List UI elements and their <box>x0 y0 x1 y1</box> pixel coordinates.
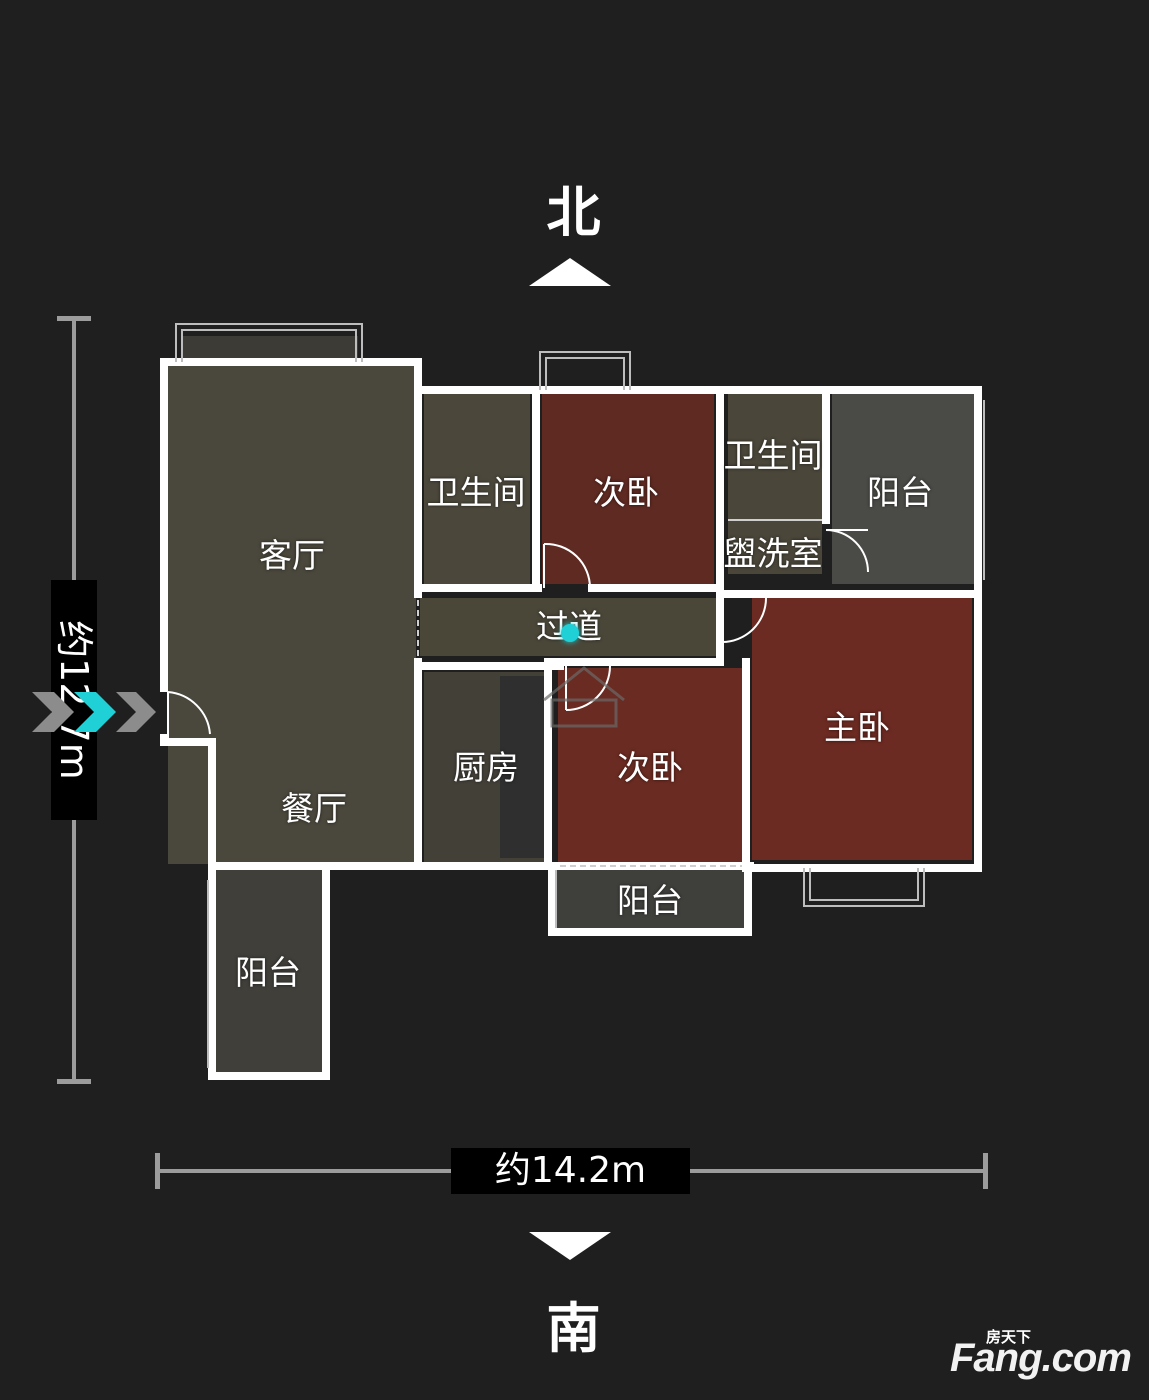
living-bay-window <box>175 323 363 362</box>
entrance-arrow-icon <box>32 692 156 732</box>
room-label-balcony-sw: 阳台 <box>235 953 301 992</box>
balcony-sw-floor <box>216 870 322 1072</box>
watermark-brand: Fang.com <box>950 1336 1132 1380</box>
room-label-bathroom-1: 卫生间 <box>426 473 526 512</box>
watermark: 房天下 Fang.com <box>950 1322 1140 1392</box>
room-label-kitchen: 厨房 <box>453 748 519 787</box>
wall-east-outer <box>414 386 982 872</box>
room-label-living: 客厅 <box>259 536 325 575</box>
bedroom-1-bay-window <box>539 351 631 390</box>
wall-balcony-sw <box>208 862 330 1080</box>
wall-living-north <box>160 358 422 598</box>
balcony-north-floor <box>832 394 974 584</box>
room-label-washroom: 盥洗室 <box>723 534 823 573</box>
entry-door <box>167 691 211 738</box>
south-label: 南 <box>546 1297 603 1360</box>
bathroom-2-floor <box>728 394 822 574</box>
width-dimension-cap-left <box>155 1153 160 1189</box>
current-position-marker[interactable] <box>561 624 579 642</box>
master-bedroom-door <box>721 597 767 644</box>
master-bay-window <box>803 868 925 907</box>
doors <box>167 529 869 738</box>
wall-corridor-south <box>544 596 724 870</box>
room-label-master-bedroom: 主卧 <box>824 708 890 747</box>
width-dimension-cap-right <box>983 1153 988 1189</box>
wall-west-lower <box>160 734 216 870</box>
room-label-balcony-north: 阳台 <box>867 473 933 512</box>
south-arrow-icon <box>529 1232 611 1260</box>
room-label-dining: 餐厅 <box>281 789 347 828</box>
kitchen-counter <box>500 676 546 858</box>
north-label: 北 <box>546 181 603 244</box>
watermark-small-text: 房天下 <box>986 1328 1032 1346</box>
bathroom-1-floor <box>424 394 530 584</box>
agency-logo-icon <box>543 666 625 728</box>
north-arrow-icon <box>529 258 611 286</box>
room-label-bathroom-2: 卫生间 <box>723 436 823 475</box>
height-dimension-cap-bottom <box>57 1079 91 1084</box>
width-dimension-label: 约14.2m <box>451 1148 690 1194</box>
master-bedroom-floor <box>752 598 972 860</box>
windows <box>175 323 985 1068</box>
balcony-north-door <box>825 529 869 573</box>
balcony-middle-floor <box>556 866 746 930</box>
bedroom-2-door <box>565 665 611 711</box>
room-label-balcony-middle: 阳台 <box>617 881 683 920</box>
walls <box>160 358 982 1080</box>
height-dimension-cap-top <box>57 316 91 321</box>
room-label-bedroom-2: 次卧 <box>617 748 683 787</box>
wall-balcony-middle <box>548 862 752 936</box>
room-label-bedroom-1: 次卧 <box>593 473 659 512</box>
bedroom-1-door <box>543 542 592 589</box>
